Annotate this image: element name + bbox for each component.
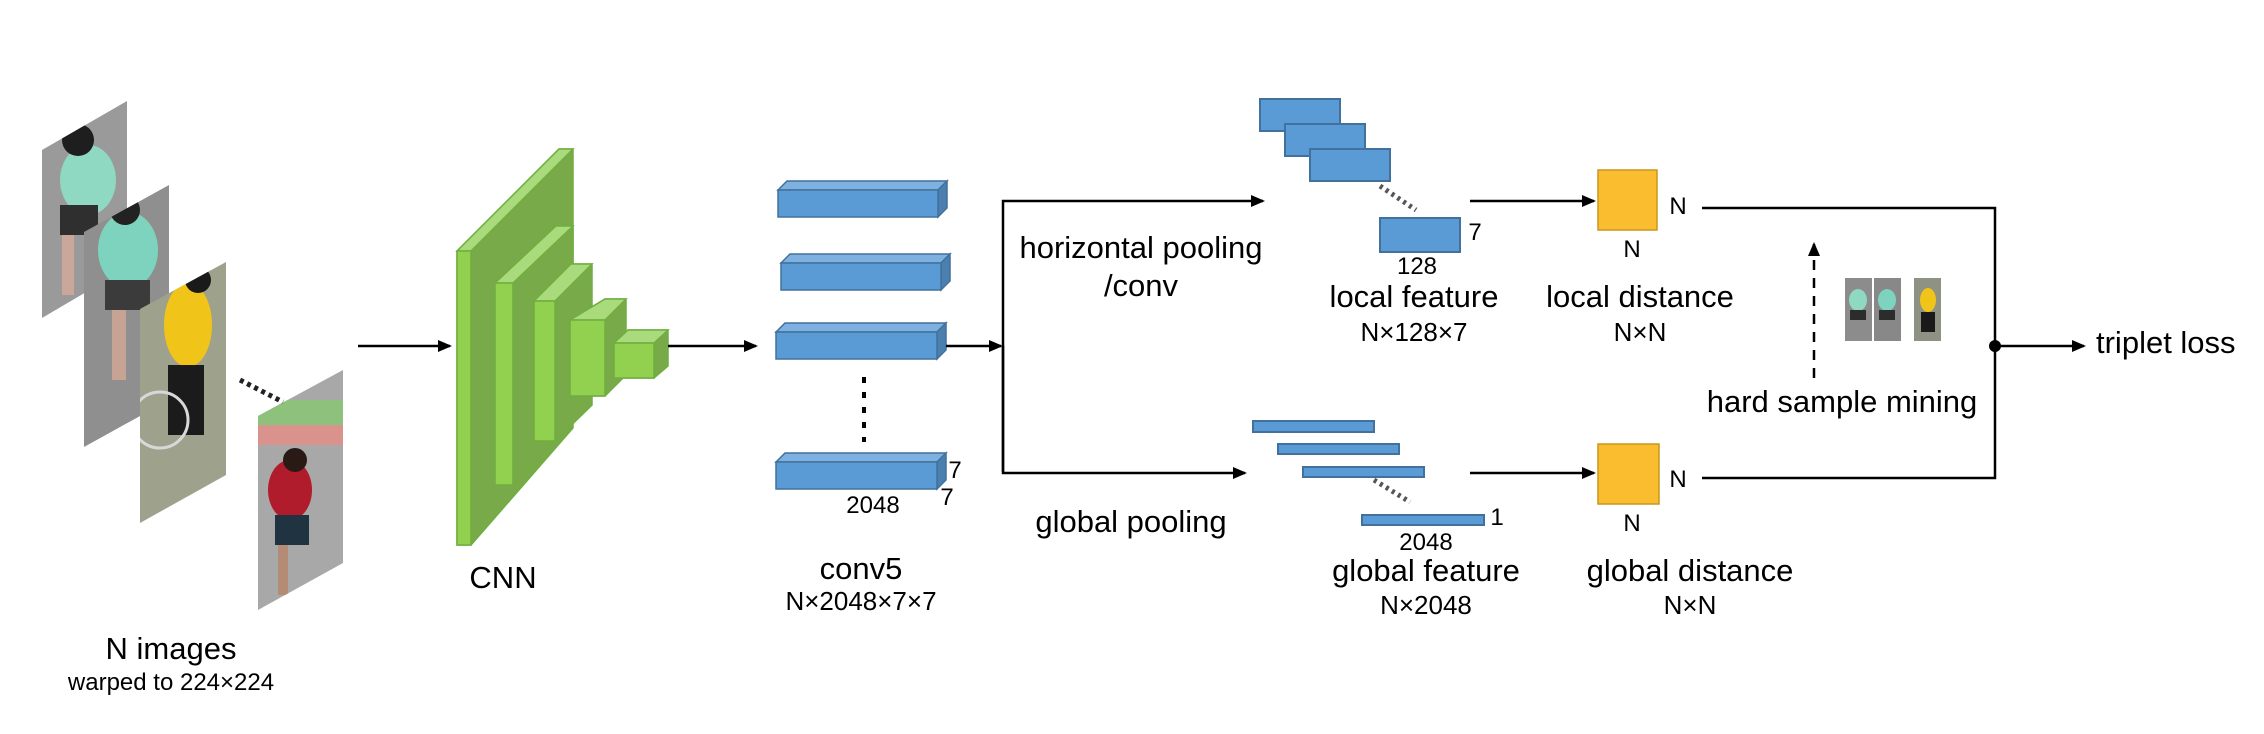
local-feature-label: local feature: [1329, 279, 1499, 314]
local-feature-shape: N×128×7: [1360, 317, 1468, 347]
cnn-label: CNN: [469, 560, 537, 595]
global-distance-label: global distance: [1586, 553, 1794, 588]
local-feature-dim-height: 7: [1468, 219, 1482, 246]
thumbnail-anchor: [1845, 278, 1872, 341]
hard-sample-mining-label: hard sample mining: [1706, 384, 1978, 419]
local-feature-dim-width: 128: [1396, 253, 1438, 280]
global-feature-stack: [1252, 420, 1485, 526]
local-distance-label: local distance: [1546, 279, 1734, 314]
conv5-feature-maps: [774, 179, 952, 491]
global-distance-dim-bottom: N: [1623, 510, 1641, 537]
global-distance-matrix: [1597, 443, 1660, 505]
global-feature-shape: N×2048: [1380, 590, 1472, 620]
horizontal-pooling-label-2: /conv: [1103, 268, 1179, 303]
local-distance-dim-right: N: [1669, 193, 1687, 220]
conv5-dim-height: 7: [940, 484, 954, 511]
thumbnail-negative: [1914, 278, 1941, 341]
global-pooling-label: global pooling: [1035, 504, 1227, 539]
conv5-feature-map-bar: [776, 179, 949, 219]
global-distance-shape: N×N: [1663, 590, 1717, 620]
conv5-label: conv5: [819, 551, 903, 586]
image-ellipsis-dots: [238, 377, 285, 405]
input-image-4: [258, 370, 343, 610]
thumbnail-positive: [1874, 278, 1901, 341]
local-feature-stack: [1259, 98, 1461, 253]
cnn-block: [455, 148, 670, 546]
global-distance-dim-right: N: [1669, 466, 1687, 493]
conv5-feature-map-bar: [774, 321, 948, 361]
input-title: N images: [105, 631, 237, 666]
branch-connectors: [946, 195, 1265, 479]
local-distance-dim-bottom: N: [1623, 236, 1641, 263]
local-distance-shape: N×N: [1613, 317, 1667, 347]
conv5-shape: N×2048×7×7: [785, 586, 937, 616]
merge-connectors: [1702, 206, 2086, 480]
input-image-stack: [42, 101, 343, 610]
input-image-3: [140, 262, 226, 523]
conv5-dim-depth: 7: [948, 457, 962, 484]
conv5-dim-width: 2048: [846, 492, 900, 519]
conv5-feature-map-bar: [779, 252, 952, 292]
horizontal-pooling-label: horizontal pooling: [1019, 230, 1263, 265]
global-feature-label: global feature: [1332, 553, 1520, 588]
conv5-feature-map-bar: [774, 451, 948, 491]
triplet-loss-label: triplet loss: [2096, 325, 2236, 360]
input-subtitle: warped to 224×224: [67, 669, 275, 696]
global-feature-dim-height: 1: [1490, 504, 1504, 531]
mined-triplet-thumbnails: [1845, 278, 1941, 341]
local-distance-matrix: [1597, 169, 1658, 231]
global-feature-dim-width: 2048: [1399, 529, 1453, 556]
